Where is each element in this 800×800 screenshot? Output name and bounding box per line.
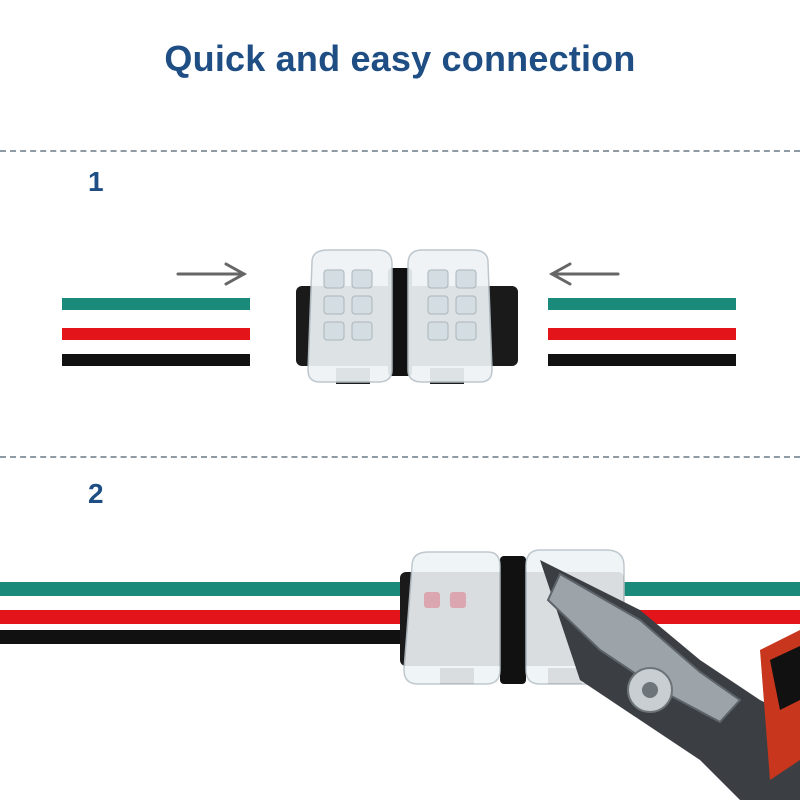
section-divider-2 bbox=[0, 456, 800, 458]
wire-green bbox=[0, 582, 800, 596]
wire-red bbox=[62, 328, 250, 340]
left-wire-bundle bbox=[62, 298, 250, 366]
connector-icon bbox=[296, 249, 518, 384]
wire-red bbox=[548, 328, 736, 340]
step-number-2: 2 bbox=[88, 478, 104, 509]
wire-black bbox=[62, 354, 250, 366]
section-divider-1 bbox=[0, 150, 800, 152]
page-title: Quick and easy connection bbox=[164, 38, 636, 79]
wire-green bbox=[62, 298, 250, 310]
step-number-1: 1 bbox=[88, 166, 104, 197]
right-wire-bundle bbox=[548, 298, 736, 366]
pliers-icon bbox=[540, 560, 800, 800]
right-arrow-icon bbox=[176, 262, 248, 286]
wire-black bbox=[548, 354, 736, 366]
wire-bundle bbox=[0, 582, 800, 644]
connector-icon bbox=[400, 549, 625, 685]
left-arrow-icon bbox=[548, 262, 620, 286]
wire-black bbox=[0, 630, 560, 644]
wire-green bbox=[548, 298, 736, 310]
wire-red bbox=[0, 610, 800, 624]
